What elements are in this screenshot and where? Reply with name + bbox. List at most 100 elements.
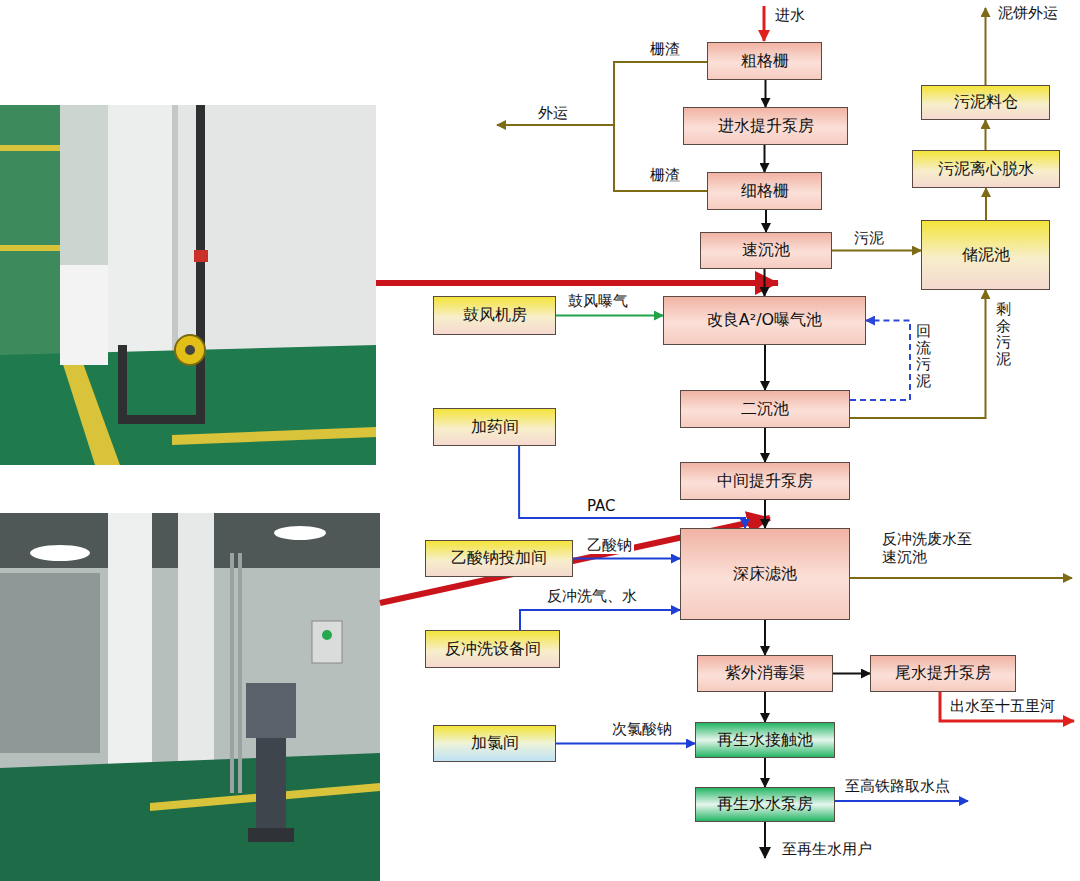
photo-stripe (0, 245, 60, 251)
flow-connector (764, 345, 766, 390)
process-box: 紫外消毒渠 (697, 655, 833, 692)
photo-motor (246, 683, 296, 738)
connector-label: 乙酸钠 (585, 536, 634, 554)
photo-floor-stripe (60, 355, 120, 465)
process-box: 改良A²/O曝气池 (663, 296, 866, 345)
box-label: 细格栅 (741, 181, 789, 202)
photo-stripe (0, 145, 60, 151)
photo-valve-handle (194, 250, 208, 262)
process-box: 细格栅 (707, 172, 822, 210)
flow-connector (520, 610, 680, 630)
box-label: 污泥离心脱水 (938, 159, 1034, 180)
photo-pipe (118, 415, 205, 424)
photo-machine-bank (0, 573, 100, 753)
photo-panel (60, 265, 108, 365)
flow-note: 栅渣 (648, 40, 682, 58)
process-box: 中间提升泵房 (680, 462, 850, 500)
flow-connector (764, 145, 766, 172)
haul-away-arrow (497, 124, 614, 126)
photo-pump-body (256, 738, 286, 828)
photo-pipe-valve (0, 105, 376, 465)
effluent-arrow (940, 692, 1074, 721)
box-label: 深床滤池 (733, 564, 797, 585)
box-label: 进水提升泵房 (718, 116, 814, 137)
process-box: 反冲洗设备间 (425, 630, 560, 668)
flow-connector (833, 673, 870, 675)
flow-note: 栅渣 (648, 166, 682, 184)
process-box: 深床滤池 (680, 528, 850, 620)
box-label: 储泥池 (962, 245, 1010, 266)
box-label: 鼓风机房 (463, 305, 527, 326)
flow-note: 出水至十五里河 (948, 697, 1057, 715)
flow-connector (765, 210, 767, 232)
process-box: 鼓风机房 (433, 296, 556, 335)
process-box: 进水提升泵房 (683, 107, 848, 145)
connector-label: 回流污泥 (916, 322, 931, 390)
flow-connector (764, 500, 766, 528)
box-label: 尾水提升泵房 (895, 663, 991, 684)
process-box: 再生水水泵房 (695, 787, 835, 822)
box-label: 改良A²/O曝气池 (707, 310, 822, 331)
box-label: 再生水接触池 (717, 730, 813, 751)
flow-note: 外运 (536, 104, 570, 122)
process-box: 污泥料仓 (921, 85, 1050, 120)
box-label: 加氯间 (471, 733, 519, 754)
photo-floor-stripe (172, 427, 376, 445)
flow-connector (832, 250, 921, 252)
box-label: 乙酸钠投加间 (451, 548, 547, 569)
connector-label: 鼓风曝气 (566, 292, 630, 310)
flow-connector (985, 188, 987, 220)
cake-out-arrow (985, 8, 987, 85)
process-box: 速沉池 (700, 232, 832, 269)
flow-note: 进水 (773, 6, 807, 24)
photo-indicator (322, 630, 332, 640)
flow-connector (985, 120, 987, 150)
user-supply-arrow (764, 822, 766, 858)
process-box: 二沉池 (680, 390, 850, 428)
backwash-waste-arrow (850, 577, 1072, 579)
railway-supply-arrow (835, 800, 968, 802)
photo-pipe (238, 553, 242, 793)
process-box: 污泥离心脱水 (912, 150, 1060, 188)
photo-green-wall (0, 105, 60, 355)
inlet-arrow (763, 6, 766, 41)
photo-wall (0, 513, 380, 881)
flow-connector (573, 558, 680, 560)
photo-floor (0, 753, 380, 881)
photo-pump-base (248, 828, 294, 842)
process-box: 再生水接触池 (695, 722, 835, 758)
photo-pump-room (0, 513, 380, 881)
flow-note: 泥饼外运 (996, 4, 1060, 22)
flow-note: 至再生水用户 (780, 840, 874, 858)
box-label: 速沉池 (742, 240, 790, 261)
process-box: 储泥池 (921, 220, 1050, 290)
process-box: 加氯间 (433, 725, 556, 762)
flow-connector (556, 315, 663, 317)
box-label: 粗格栅 (741, 51, 789, 72)
box-label: 污泥料仓 (954, 92, 1018, 113)
process-box: 乙酸钠投加间 (425, 540, 573, 577)
photo-pipe (118, 345, 127, 423)
photo-column (108, 513, 152, 793)
photo-control-box (312, 621, 342, 663)
flow-note: 反冲洗废水至 速沉池 (880, 530, 984, 566)
connector-label: PAC (585, 497, 618, 515)
box-label: 加药间 (471, 417, 519, 438)
process-box: 尾水提升泵房 (870, 655, 1016, 692)
box-label: 紫外消毒渠 (725, 663, 805, 684)
flow-connector (556, 743, 695, 745)
process-box: 粗格栅 (707, 42, 822, 80)
box-label: 反冲洗设备间 (445, 639, 541, 660)
flow-connector (764, 620, 766, 655)
photo-light (274, 526, 326, 540)
box-label: 再生水水泵房 (717, 794, 813, 815)
flow-connector (850, 290, 986, 418)
connector-label: 次氯酸钠 (610, 720, 674, 738)
photo-pipe (196, 105, 205, 423)
connector-label: 剩余污泥 (996, 300, 1011, 368)
photo-column (178, 513, 214, 783)
photo-pipe (230, 553, 234, 793)
flow-note: 至高铁路取水点 (843, 777, 952, 795)
photo-valve-hub (185, 345, 195, 355)
